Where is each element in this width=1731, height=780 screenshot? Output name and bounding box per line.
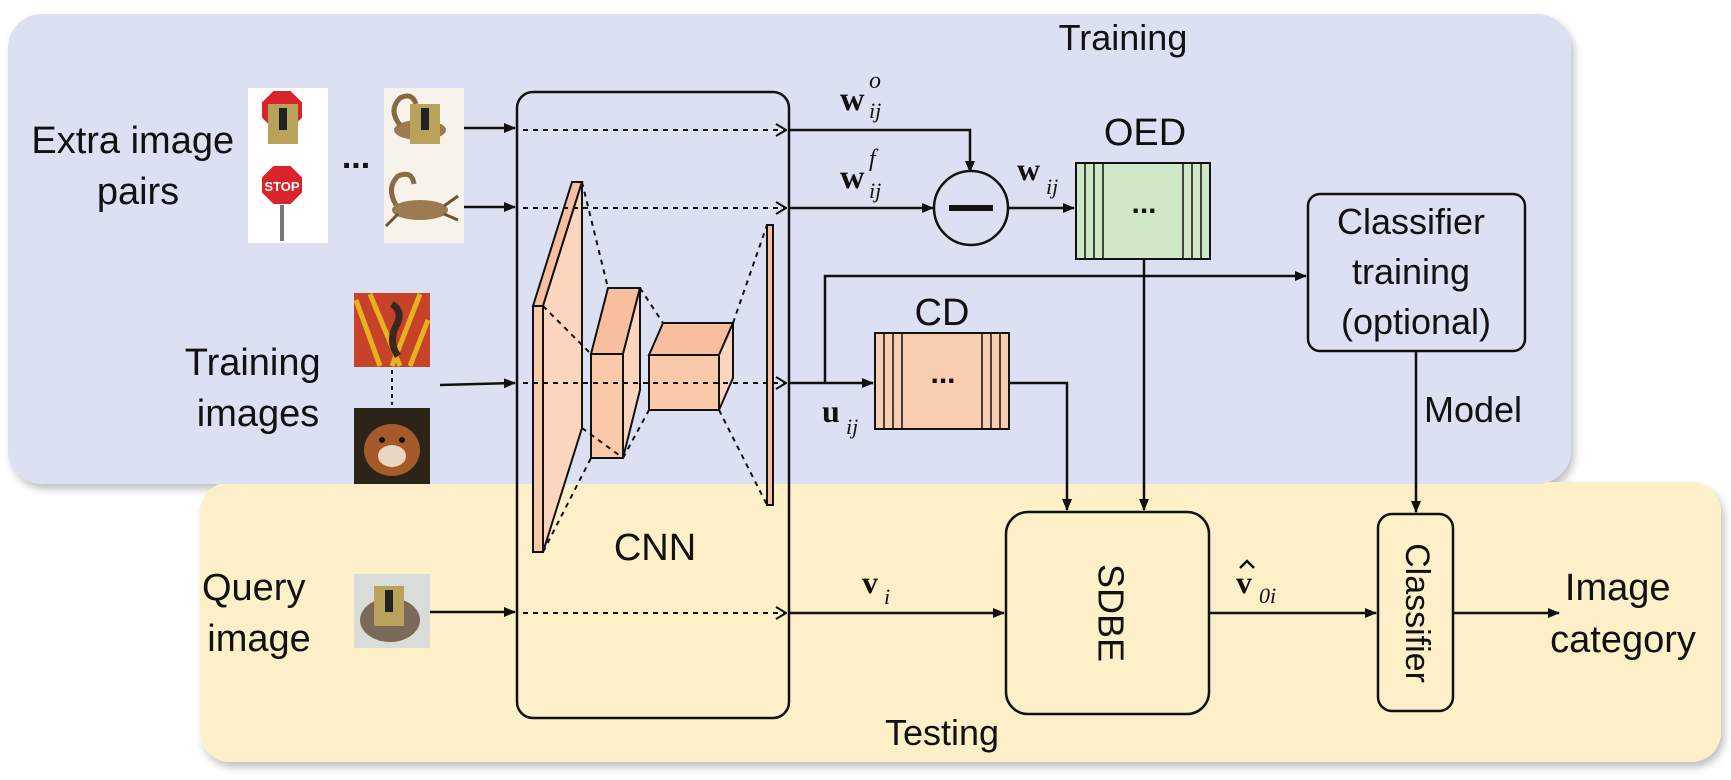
label-w-o-sub: ij: [869, 98, 881, 123]
svg-text:STOP: STOP: [264, 179, 299, 194]
cnn-feature-passes: [523, 130, 786, 613]
arrow-cd-to-sdbe: [1009, 381, 1072, 511]
testing-title: Testing: [885, 712, 999, 753]
sdbe-label: SDBE: [1090, 564, 1131, 662]
testing-region: [200, 482, 1721, 762]
label-w-o: w: [840, 81, 865, 118]
label-u-ij-sub: ij: [846, 414, 858, 439]
image-category-label: Image category: [1550, 567, 1696, 661]
training-images-label: Training images: [185, 342, 331, 435]
extra-pairs-label: Extra image pairs: [31, 120, 244, 213]
classifier-training-label: Classifier training (optional): [1337, 201, 1495, 342]
cd-block: ...: [874, 332, 1010, 430]
extra-image-scorpion-pair: [384, 88, 464, 243]
cnn-label: CNN: [614, 527, 696, 569]
cnn-layers: [531, 181, 774, 553]
label-w-ij-sub: ij: [1046, 174, 1058, 199]
training-image-seahorse: [353, 293, 431, 367]
label-w-o-sup: o: [869, 68, 881, 94]
query-image-label: Query image: [202, 567, 316, 660]
cnn-layer-connectors: [542, 181, 768, 553]
training-image-beaver: [354, 408, 430, 484]
training-title: Training: [1059, 17, 1188, 58]
cnn-box: [515, 90, 791, 720]
extra-pairs-ellipsis: ...: [342, 138, 370, 176]
minus-icon: [949, 205, 993, 211]
input-arrows: [430, 123, 516, 617]
label-u-ij: u: [822, 393, 840, 429]
label-v-i: v: [862, 564, 878, 600]
arrow-u-to-classifier-training: [823, 271, 1307, 383]
label-vhat-sub: 0i: [1259, 583, 1276, 608]
label-v-i-sub: i: [884, 584, 890, 609]
arrow-wo-to-minus: [789, 128, 975, 173]
cd-title: CD: [915, 292, 970, 334]
label-w-ij: w: [1017, 151, 1040, 187]
svg-text:...: ...: [1131, 187, 1156, 220]
classifier-label: Classifier: [1398, 543, 1436, 683]
label-w-f: w: [840, 159, 865, 196]
oed-title: OED: [1104, 112, 1186, 154]
oed-block: ...: [1075, 162, 1211, 260]
svg-text:...: ...: [930, 357, 955, 390]
label-w-f-sub: ij: [869, 178, 881, 203]
label-w-f-sup: f: [869, 146, 879, 172]
model-label: Model: [1424, 389, 1522, 430]
hat-icon: [1239, 559, 1255, 569]
query-image-thumbnail: [354, 574, 430, 648]
label-vhat: v: [1236, 564, 1252, 600]
extra-image-stop-pair: STOP: [248, 88, 328, 243]
